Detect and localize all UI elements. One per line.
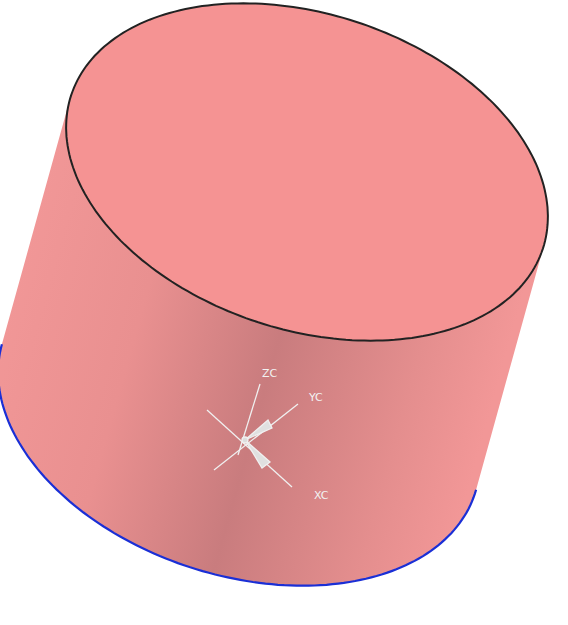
axis-label: XC [314,490,328,501]
wcs-triad [207,384,298,487]
y-arrowhead [245,420,272,440]
x-arrowhead [245,440,270,468]
top-face [66,3,548,340]
x-axis-line [207,410,292,487]
bottom-edge [0,344,476,585]
y-axis-line [214,404,298,470]
origin-dot [242,437,248,443]
axis-label: YC [309,392,323,403]
axis-label: ZC [262,368,277,379]
